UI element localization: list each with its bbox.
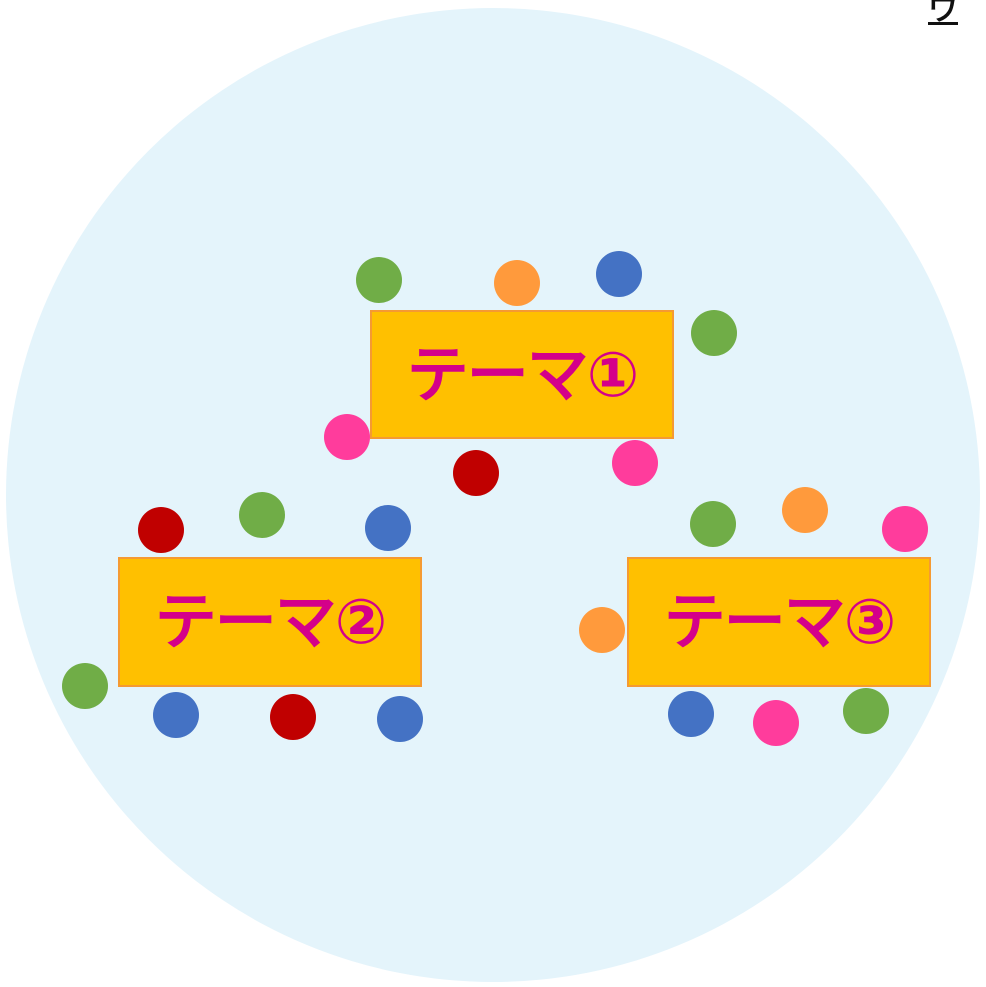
participant-dot-pink — [324, 414, 370, 460]
participant-dot-green — [843, 688, 889, 734]
theme-2-label: テーマ② — [154, 585, 387, 658]
participant-dot-orange — [782, 487, 828, 533]
participant-dot-red — [453, 450, 499, 496]
theme-1-box: テーマ① — [370, 310, 674, 439]
participant-dot-blue — [153, 692, 199, 738]
participant-dot-pink — [753, 700, 799, 746]
participant-dot-pink — [882, 506, 928, 552]
theme-3-box: テーマ③ — [627, 557, 931, 687]
background-circle — [6, 8, 980, 982]
participant-dot-green — [239, 492, 285, 538]
participant-dot-green — [691, 310, 737, 356]
participant-dot-blue — [596, 251, 642, 297]
participant-dot-pink — [612, 440, 658, 486]
participant-dot-red — [270, 694, 316, 740]
participant-dot-blue — [377, 696, 423, 742]
participant-dot-orange — [494, 260, 540, 306]
theme-3-label: テーマ③ — [663, 585, 896, 658]
participant-dot-green — [62, 663, 108, 709]
participant-dot-red — [138, 507, 184, 553]
corner-mark: ワ — [928, 0, 958, 28]
participant-dot-blue — [668, 691, 714, 737]
theme-1-label: テーマ① — [406, 337, 639, 411]
participant-dot-green — [356, 257, 402, 303]
participant-dot-blue — [365, 505, 411, 551]
participant-dot-orange — [579, 607, 625, 653]
theme-2-box: テーマ② — [118, 557, 422, 687]
participant-dot-green — [690, 501, 736, 547]
